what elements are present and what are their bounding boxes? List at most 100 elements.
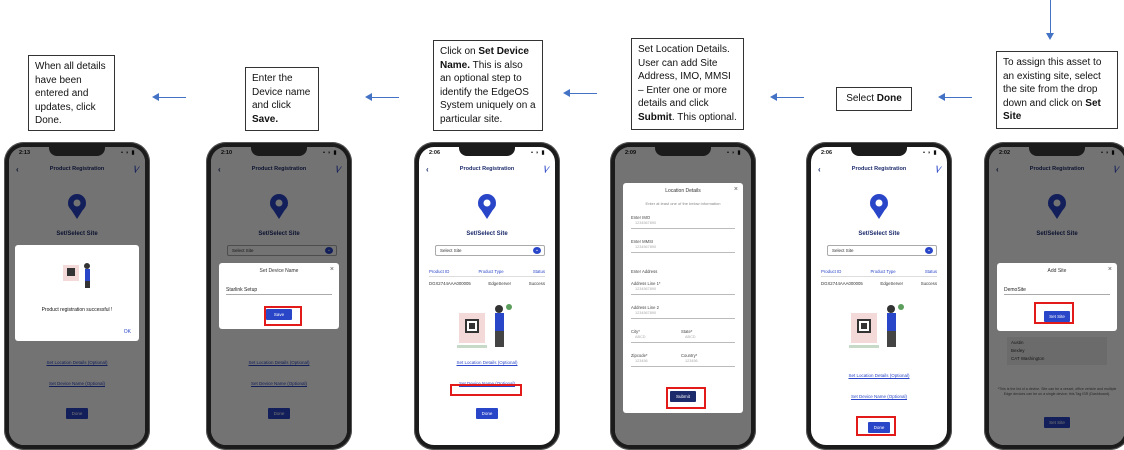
set-location-details-link[interactable]: Set Location Details (Optional) — [848, 373, 910, 378]
set-site-button[interactable]: Set Site — [1044, 311, 1070, 322]
status-icons: ▪ ◗ ▮ — [923, 150, 937, 156]
back-arrow-icon[interactable]: ‹ — [218, 164, 221, 174]
phone-select-done: 2:06▪ ◗ ▮ ‹ Product Registration ∖∕ Set/… — [806, 142, 952, 450]
mmsi-input[interactable]: 1234567890 — [631, 245, 735, 253]
site-list-item[interactable]: Bexley — [1011, 348, 1025, 353]
callout-step6-text: When all details have been entered and u… — [35, 61, 106, 126]
phone-notch — [851, 147, 907, 156]
back-arrow-icon[interactable]: ‹ — [818, 164, 821, 174]
dialog-title: Add Site — [1047, 268, 1067, 274]
status-time: 2:10 — [221, 150, 233, 156]
status-time: 2:09 — [625, 150, 637, 156]
site-footer-note: *This is the list of a device. Site can … — [997, 387, 1117, 396]
chevron-down-icon: ⌄ — [925, 247, 933, 254]
set-location-details-link[interactable]: Set Location Details (Optional) — [248, 360, 310, 365]
success-illustration — [63, 263, 90, 288]
callout-step1: To assign this asset to an existing site… — [996, 51, 1118, 129]
city-input[interactable]: ABCD — [631, 335, 683, 343]
ok-button[interactable]: OK — [123, 329, 131, 335]
set-device-name-link[interactable]: Set Device Name (Optional) — [850, 394, 908, 399]
device-name-input[interactable]: Starlink Setup — [226, 287, 332, 295]
address-line2-input[interactable]: 1234567890 — [631, 311, 735, 319]
back-arrow-icon[interactable]: ‹ — [996, 164, 999, 174]
callout-step1-pre: To assign this asset to an existing site… — [1003, 57, 1102, 109]
brand-logo-icon: ∖∕ — [933, 164, 940, 174]
site-select[interactable]: Select Site⌄ — [435, 245, 545, 256]
zipcode-input[interactable]: 123456 — [631, 359, 683, 367]
done-button[interactable]: Done — [66, 408, 88, 419]
col-product-type: Product Type — [870, 269, 896, 274]
set-device-name-link[interactable]: Set Device Name (Optional) — [458, 381, 516, 386]
location-pin-icon — [1048, 194, 1066, 219]
callout-step4-post: This is also an optional step to identif… — [440, 59, 536, 125]
country-input[interactable]: 123456 — [681, 359, 735, 367]
cell-status: Success — [528, 281, 545, 286]
save-button[interactable]: Save — [266, 309, 292, 320]
site-select[interactable]: Select Site⌄ — [827, 245, 937, 256]
imo-label: Enter IMO — [631, 215, 651, 220]
set-location-details-link[interactable]: Set Location Details (Optional) — [46, 360, 108, 365]
page-title: Set/Select Site — [1036, 231, 1078, 237]
imo-input[interactable]: 1234567890 — [631, 221, 735, 229]
site-select-value: Select Site — [232, 248, 254, 253]
callout-step3-post: . This optional. — [671, 111, 737, 123]
address-line1-input[interactable]: 1234567890 — [631, 287, 735, 295]
address-line1-label: Address Line 1* — [631, 281, 661, 286]
status-icons: ▪ ◗ ▮ — [1101, 150, 1115, 156]
highlight-set-site — [1034, 302, 1074, 324]
arrow-down-start — [1046, 0, 1054, 40]
close-icon[interactable]: × — [733, 186, 738, 193]
location-pin-icon — [270, 194, 288, 219]
status-time: 2:02 — [999, 150, 1011, 156]
status-icons: ▪ ◗ ▮ — [323, 150, 337, 156]
brand-logo-icon: ∖∕ — [1111, 164, 1118, 174]
callout-step6: When all details have been entered and u… — [28, 55, 115, 131]
app-header: ‹ Product Registration ∖∕ — [419, 161, 555, 177]
done-button[interactable]: Done — [268, 408, 290, 419]
status-icons: ▪ ◗ ▮ — [727, 150, 741, 156]
site-select-value: Select Site — [440, 248, 462, 253]
registration-illustration — [457, 304, 512, 348]
col-product-type: Product Type — [478, 269, 504, 274]
highlight-device-name-link — [450, 384, 522, 396]
close-icon[interactable]: × — [329, 266, 334, 273]
set-device-name-link[interactable]: Set Device Name (Optional) — [48, 381, 106, 386]
callout-step5: Enter the Device name and click Save. — [245, 67, 319, 131]
site-list-item[interactable]: Austin — [1011, 340, 1024, 345]
location-details-dialog: Location Details × Enter at least one of… — [623, 183, 743, 413]
done-button[interactable]: Done — [868, 422, 890, 433]
callout-step5-text: Enter the Device name and click — [252, 73, 311, 111]
add-site-dialog: Add Site × DemoSite Set Site — [997, 263, 1117, 331]
phone-add-site: 2:02▪ ◗ ▮ ‹ Product Registration ∖∕ Set/… — [984, 142, 1124, 450]
brand-logo-icon: ∖∕ — [333, 164, 340, 174]
submit-button[interactable]: Submit — [670, 391, 696, 402]
success-dialog: Product registration successful ! OK — [15, 245, 139, 341]
arrow-step5 — [365, 93, 399, 101]
arrow-step6 — [152, 93, 186, 101]
set-location-details-link[interactable]: Set Location Details (Optional) — [456, 360, 518, 365]
callout-step1-bold: Set Site — [1003, 97, 1101, 123]
site-name-input[interactable]: DemoSite — [1004, 287, 1110, 295]
done-button[interactable]: Done — [476, 408, 498, 419]
set-device-name-link[interactable]: Set Device Name (Optional) — [250, 381, 308, 386]
highlight-done — [856, 416, 896, 436]
arrow-step3 — [770, 93, 804, 101]
phone-select-device-name-link: 2:06▪ ◗ ▮ ‹ Product Registration ∖∕ Set/… — [414, 142, 560, 450]
cell-product-type: EdgeServer — [488, 281, 512, 286]
back-arrow-icon[interactable]: ‹ — [426, 164, 429, 174]
highlight-save — [264, 306, 302, 326]
site-select[interactable]: Select Site⌄ — [227, 245, 337, 256]
set-site-bottom-button[interactable]: Set Site — [1044, 417, 1070, 428]
state-input[interactable]: ABCD — [681, 335, 735, 343]
close-icon[interactable]: × — [1107, 266, 1112, 273]
site-list-item[interactable]: CAT Washington — [1011, 356, 1045, 361]
phone-notch — [251, 147, 307, 156]
back-arrow-icon[interactable]: ‹ — [16, 164, 19, 174]
app-header: ‹ Product Registration ∖∕ — [9, 161, 145, 177]
phone-notch — [655, 147, 711, 156]
state-label: State* — [681, 329, 693, 334]
callout-step4: Click on Set Device Name. This is also a… — [433, 40, 543, 131]
